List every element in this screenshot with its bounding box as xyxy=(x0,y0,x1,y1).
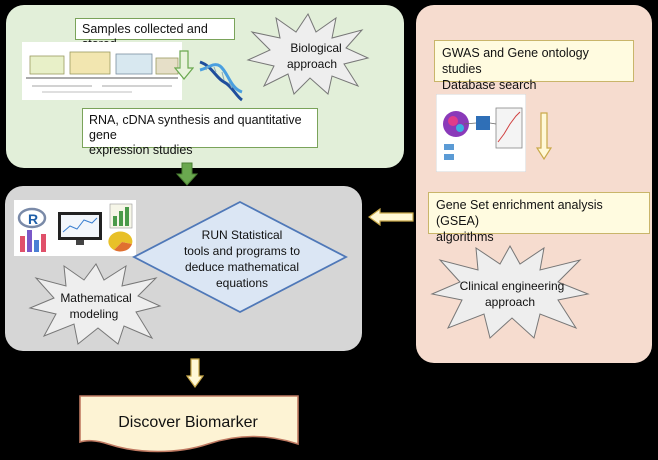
clinical-engineering-burst: Clinical engineering approach xyxy=(430,244,590,339)
down-arrow-icon xyxy=(174,50,194,80)
math-burst-line2: modeling xyxy=(70,307,119,321)
biological-burst-line1: Biological xyxy=(290,41,341,55)
statistics-tools-figure: R xyxy=(14,200,136,256)
biological-approach-burst: Biological approach xyxy=(246,12,370,95)
gsea-box-line1: Gene Set enrichment analysis (GSEA) xyxy=(436,198,603,228)
diamond-line2: tools and programs to xyxy=(184,244,300,258)
diamond-line1: RUN Statistical xyxy=(202,228,283,242)
rna-cdna-synthesis-box: RNA, cDNA synthesis and quantitative gen… xyxy=(82,108,318,157)
gsea-box-line2: algorithms xyxy=(436,230,494,244)
result-down-arrow-icon xyxy=(186,358,204,388)
run-statistical-diamond: RUN Statistical tools and programs to de… xyxy=(132,200,348,314)
diamond-line3: deduce mathematical xyxy=(185,260,299,274)
dna-helix-icon xyxy=(199,60,243,102)
discover-biomarker-banner: Discover Biomarker xyxy=(79,395,299,453)
math-burst-line1: Mathematical xyxy=(60,291,131,305)
gwas-box-line1: GWAS and Gene ontology studies xyxy=(442,46,589,76)
green-down-arrow-icon xyxy=(176,162,198,186)
clinical-burst-line2: approach xyxy=(485,295,535,309)
left-arrow-icon xyxy=(368,208,414,226)
rna-box-line2: expression studies xyxy=(89,143,193,157)
samples-collected-box: Samples collected and stored xyxy=(75,18,235,51)
database-search-figure xyxy=(436,94,526,172)
gwas-gene-ontology-box: GWAS and Gene ontology studies Database … xyxy=(434,40,634,92)
clinical-burst-line1: Clinical engineering xyxy=(460,279,565,293)
gwas-box-line2: Database search xyxy=(442,78,537,92)
mathematical-modeling-burst: Mathematical modeling xyxy=(28,263,162,345)
gene-expression-figure xyxy=(22,42,182,100)
svg-text:R: R xyxy=(28,211,38,227)
clinical-down-arrow-icon xyxy=(536,112,552,160)
diamond-line4: equations xyxy=(216,276,268,290)
gsea-algorithms-box: Gene Set enrichment analysis (GSEA) algo… xyxy=(428,192,650,244)
discover-biomarker-label: Discover Biomarker xyxy=(118,414,258,431)
biological-burst-line2: approach xyxy=(287,57,337,71)
rna-box-line1: RNA, cDNA synthesis and quantitative gen… xyxy=(89,113,302,142)
